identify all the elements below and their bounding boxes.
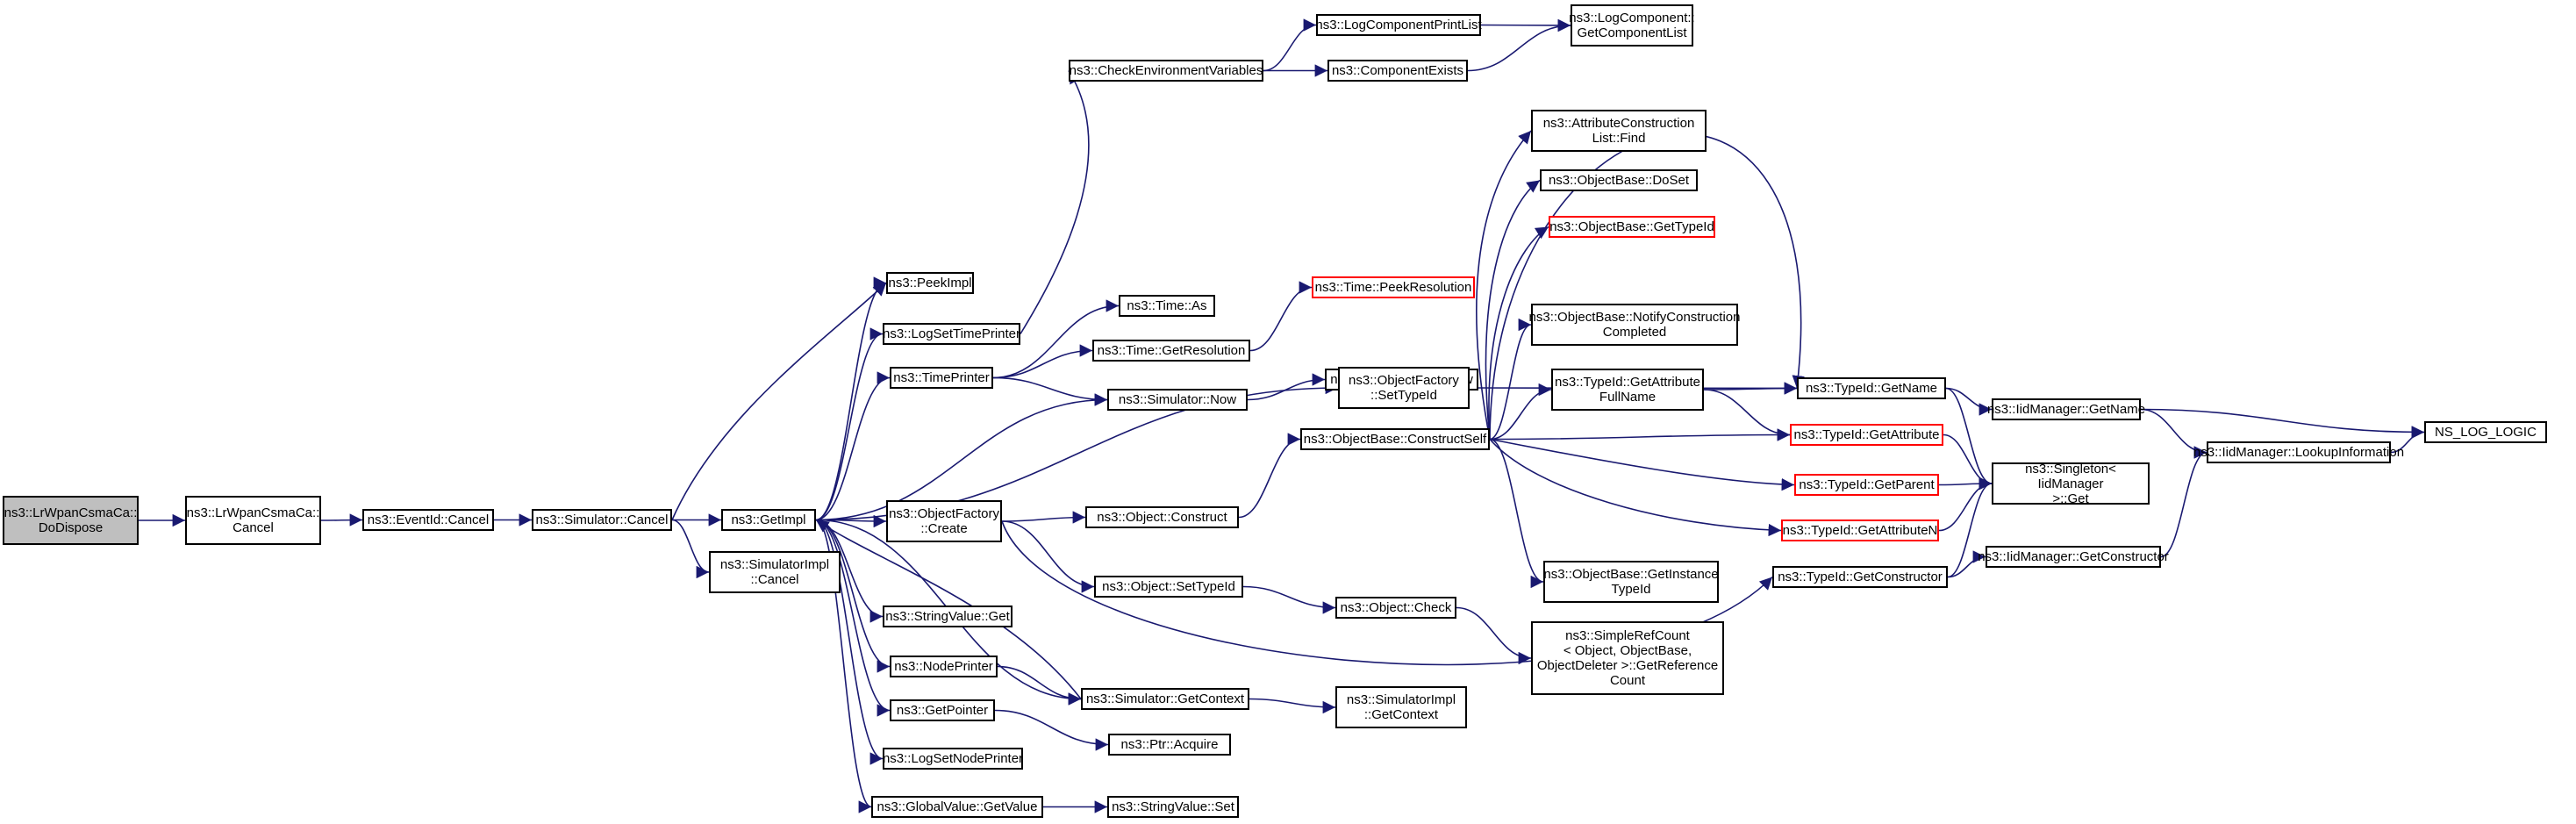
edge-constructself-to-attrconstfind [1476, 130, 1532, 440]
node-getinstancetypeid[interactable]: ns3::ObjectBase::GetInstance TypeId [1543, 561, 1719, 603]
edge-getimpl-to-globalvalget [815, 519, 872, 813]
edge-getimpl-to-timeprinter [815, 371, 891, 521]
node-iidlookup[interactable]: ns3::IidManager::LookupInformation [2193, 441, 2404, 463]
edge-simcancel-to-peekimpl [671, 282, 887, 520]
edge-objcheck-to-simplerefcount [1456, 606, 1532, 665]
edge-typeidgetconstructor-to-singletonget [1947, 476, 1993, 578]
edge-nodeprinter-to-simgetcontext [997, 665, 1082, 706]
edge-constructself-to-notifyconst [1489, 318, 1532, 441]
node-singletonget[interactable]: ns3::Singleton< IidManager >::Get [1992, 462, 2150, 506]
edge-simgetcontext-to-getimpl [815, 519, 1082, 699]
edge-timegetres-to-peekres [1249, 281, 1313, 352]
node-objcheck[interactable]: ns3::Object::Check [1335, 597, 1456, 619]
node-peekimpl[interactable]: ns3::PeekImpl [886, 272, 974, 294]
edge-typeidgetname-to-iidgetname [1945, 387, 1993, 416]
edge-objsettypeid-to-objcheck [1242, 585, 1336, 614]
edge-timeprinter-to-simnow [992, 376, 1108, 406]
edge-logsettimeprinter-to-checkenv [1020, 70, 1090, 334]
node-notifyconst[interactable]: ns3::ObjectBase::NotifyConstruction Comp… [1529, 304, 1740, 346]
edge-objconstruct-to-constructself [1238, 433, 1301, 519]
edge-constructself-to-getinstancetypeid [1489, 438, 1544, 589]
node-objsettypeid[interactable]: ns3::Object::SetTypeId [1094, 576, 1243, 598]
node-constructself[interactable]: ns3::ObjectBase::ConstructSelf [1300, 428, 1490, 450]
node-logcompprintlist[interactable]: ns3::LogComponentPrintList [1315, 14, 1482, 36]
node-getpointer[interactable]: ns3::GetPointer [890, 699, 995, 721]
node-globalvalget[interactable]: ns3::GlobalValue::GetValue [871, 796, 1043, 818]
node-typeidgetparent[interactable]: ns3::TypeId::GetParent [1794, 474, 1939, 496]
node-csmacancel[interactable]: ns3::LrWpanCsmaCa:: Cancel [185, 496, 321, 545]
node-peekres[interactable]: ns3::Time::PeekResolution [1312, 276, 1475, 298]
node-compexists[interactable]: ns3::ComponentExists [1327, 60, 1468, 82]
edge-csmacancel-to-eventidcancel [320, 513, 363, 527]
node-eventidcancel[interactable]: ns3::EventId::Cancel [362, 509, 494, 531]
node-iidgetname[interactable]: ns3::IidManager::GetName [1987, 398, 2145, 420]
node-simcancel[interactable]: ns3::Simulator::Cancel [532, 509, 672, 531]
node-objbasedoset[interactable]: ns3::ObjectBase::DoSet [1540, 169, 1698, 191]
edge-simnow-to-simimplnow [1247, 373, 1326, 401]
edge-simgetcontext-to-simimplgetcontext [1249, 698, 1336, 714]
node-simnow[interactable]: ns3::Simulator::Now [1107, 389, 1248, 411]
node-typeidgetname[interactable]: ns3::TypeId::GetName [1797, 377, 1946, 399]
node-ptracquire[interactable]: ns3::Ptr::Acquire [1108, 734, 1231, 756]
edge-constructself-to-typeidgetattrn [1489, 438, 1782, 537]
edge-iidlookup-to-nslog [2390, 426, 2425, 454]
edge-constructself-to-getattrfullname [1489, 383, 1552, 441]
edge-timeprinter-to-timegetres [992, 344, 1093, 379]
edge-objfactcreate-to-objsettypeid [1001, 520, 1095, 593]
node-stringvalget[interactable]: ns3::StringValue::Get [883, 605, 1013, 627]
edge-simcancel-to-simimplcancel [671, 519, 710, 579]
edge-constructself-to-objbasedoset [1485, 179, 1541, 440]
edge-iidgetname-to-nslog [2140, 408, 2425, 439]
node-getcomplist[interactable]: ns3::LogComponent:: GetComponentList [1569, 4, 1695, 47]
edge-constructself-to-typeidgetparent [1489, 438, 1795, 491]
edge-checkenv-to-logcompprintlist [1263, 18, 1317, 72]
edge-getattrfullname-to-typeidgetattr [1703, 389, 1791, 441]
node-nslog[interactable]: NS_LOG_LOGIC [2424, 421, 2547, 443]
edge-constructself-to-typeidgetattr [1489, 428, 1791, 441]
node-objfactcreate[interactable]: ns3::ObjectFactory ::Create [886, 500, 1002, 542]
edge-getpointer-to-ptracquire [994, 709, 1109, 751]
node-timeas[interactable]: ns3::Time::As [1119, 295, 1215, 317]
node-timeprinter[interactable]: ns3::TimePrinter [890, 367, 993, 389]
node-getimpl[interactable]: ns3::GetImpl [721, 509, 816, 531]
node-simimplgetcontext[interactable]: ns3::SimulatorImpl ::GetContext [1335, 686, 1467, 728]
edge-getimpl-to-peekimpl [815, 276, 887, 521]
node-objconstruct[interactable]: ns3::Object::Construct [1085, 506, 1239, 528]
node-getattrfullname[interactable]: ns3::TypeId::GetAttribute FullName [1551, 369, 1704, 411]
node-stringvalset[interactable]: ns3::StringValue::Set [1107, 796, 1239, 818]
edge-timeprinter-to-timeas [992, 299, 1120, 379]
node-dodispose[interactable]: ns3::LrWpanCsmaCa:: DoDispose [3, 496, 139, 545]
edge-getattrfullname-to-typeidgetname [1703, 382, 1798, 395]
node-objfactsettypeid[interactable]: ns3::ObjectFactory ::SetTypeId [1338, 367, 1470, 409]
node-typeidgetattr[interactable]: ns3::TypeId::GetAttribute [1790, 424, 1943, 446]
node-objbasegettypeid[interactable]: ns3::ObjectBase::GetTypeId [1549, 216, 1715, 238]
edge-objfactcreate-to-objconstruct [1001, 511, 1086, 524]
edge-compexists-to-getcomplist [1467, 18, 1571, 72]
edge-typeidgetconstructor-to-iidgetconstructor [1947, 550, 1986, 578]
node-simgetcontext[interactable]: ns3::Simulator::GetContext [1081, 688, 1249, 710]
edge-getimpl-to-simnow [815, 393, 1108, 521]
edge-getimpl-to-logsettimeprinter [815, 327, 884, 521]
node-timegetres[interactable]: ns3::Time::GetResolution [1092, 340, 1250, 362]
node-iidgetconstructor[interactable]: ns3::IidManager::GetConstructor [1978, 546, 2169, 568]
node-typeidgetconstructor[interactable]: ns3::TypeId::GetConstructor [1772, 566, 1948, 588]
node-simplerefcount[interactable]: ns3::SimpleRefCount < Object, ObjectBase… [1531, 621, 1724, 695]
node-attrconstfind[interactable]: ns3::AttributeConstruction List::Find [1531, 110, 1707, 152]
edge-constructself-to-objbasegettypeid [1488, 226, 1549, 440]
edge-iidgetconstructor-to-iidlookup [2160, 446, 2207, 558]
node-typeidgetattrn[interactable]: ns3::TypeId::GetAttributeN [1781, 519, 1939, 541]
node-logsettimeprinter[interactable]: ns3::LogSetTimePrinter [883, 323, 1020, 345]
node-checkenv[interactable]: ns3::CheckEnvironmentVariables [1069, 60, 1263, 82]
node-logsetnodeprinter[interactable]: ns3::LogSetNodePrinter [883, 748, 1023, 770]
node-simimplcancel[interactable]: ns3::SimulatorImpl ::Cancel [709, 551, 841, 593]
node-nodeprinter[interactable]: ns3::NodePrinter [890, 656, 998, 677]
